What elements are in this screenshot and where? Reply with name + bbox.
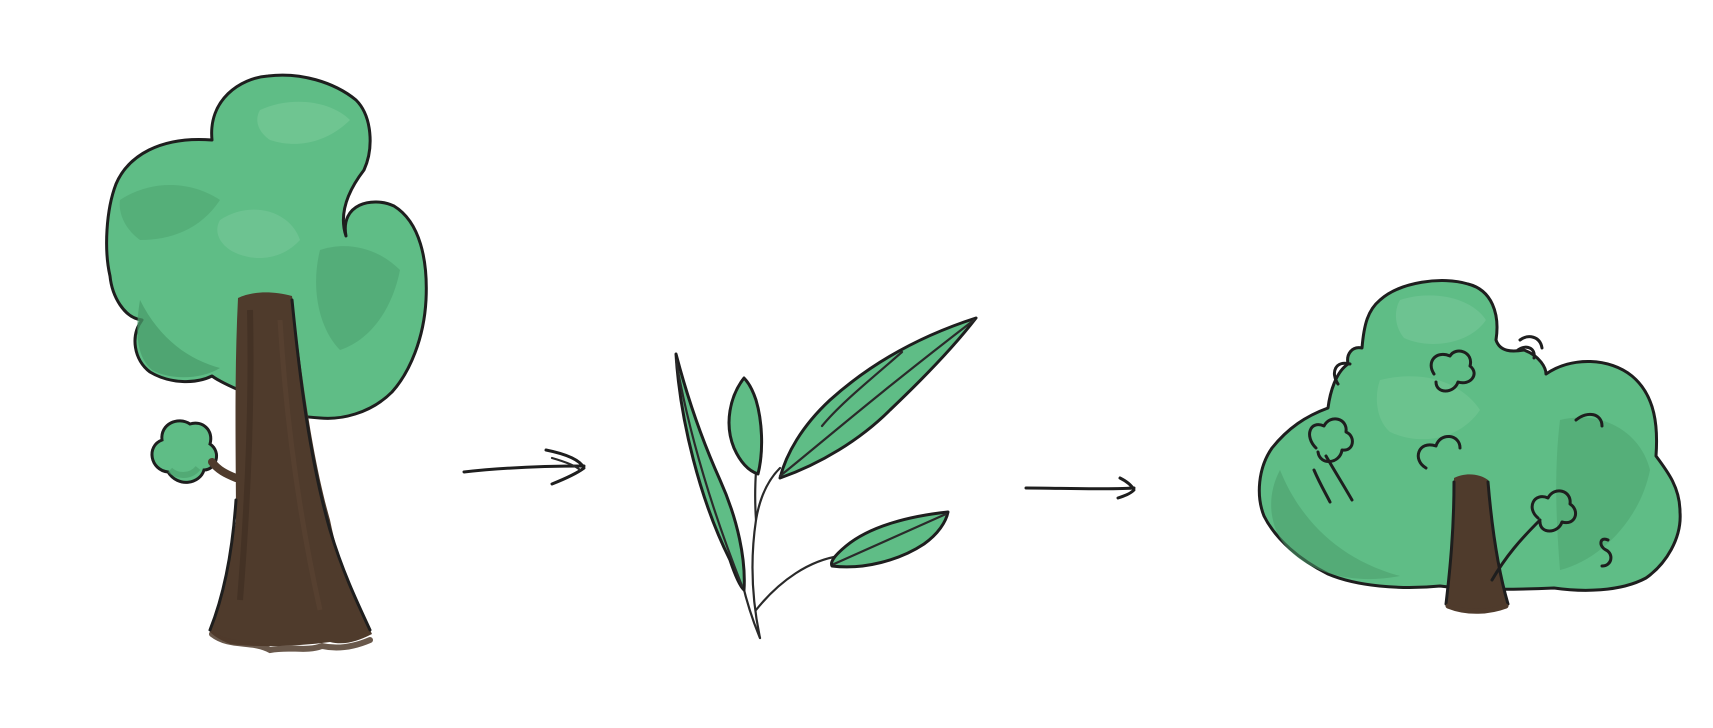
bush-leaf-clusters [1308, 345, 1613, 582]
tree-trunk [208, 292, 373, 654]
tree-canopy [105, 73, 428, 420]
tree-icon [105, 73, 428, 654]
leafy-branch-icon [674, 316, 978, 640]
bush-tree-icon [1257, 279, 1682, 614]
leaf-small-upper [727, 376, 764, 476]
arrow-right-icon [1024, 476, 1136, 500]
leaf-left-tall [674, 352, 746, 592]
arrow-right-icon [462, 448, 586, 486]
leaf-large-right [778, 316, 978, 480]
leaf-lower-right [830, 510, 950, 569]
small-bush-icon [150, 419, 219, 484]
